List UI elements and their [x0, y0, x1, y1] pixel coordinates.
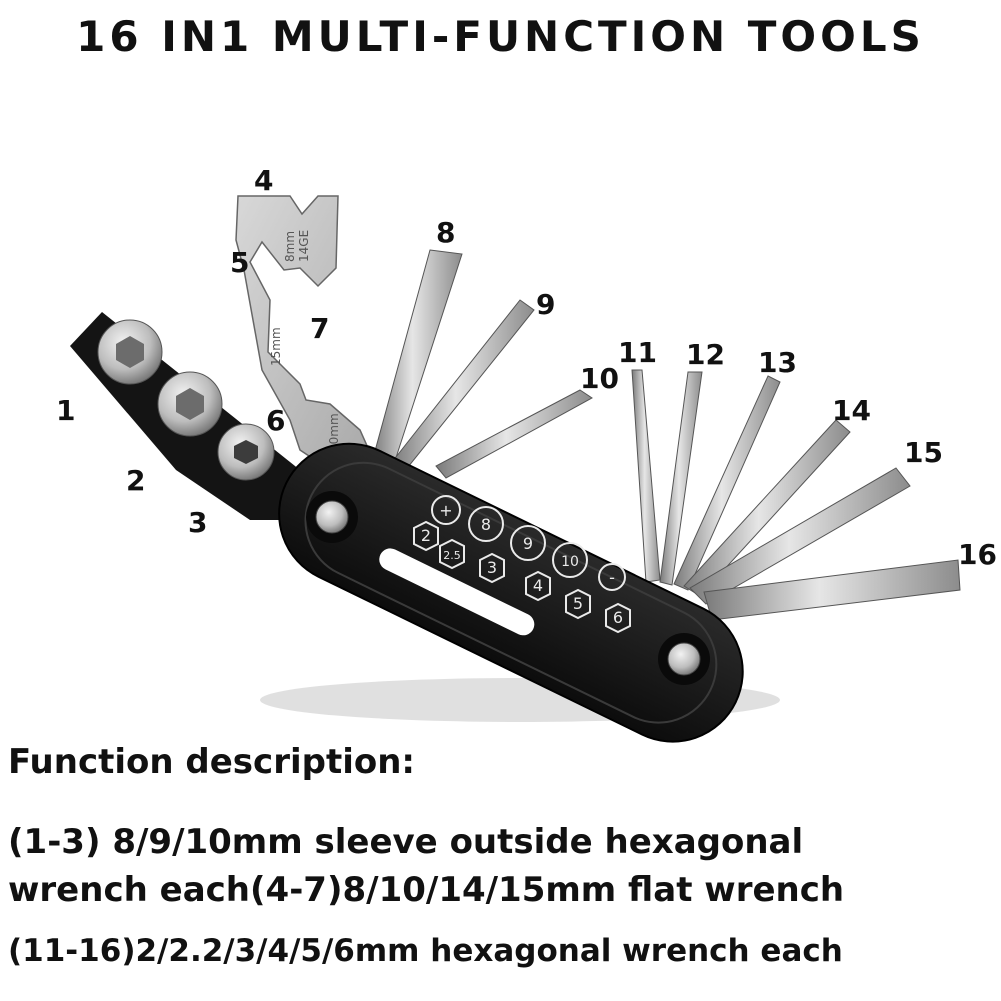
callout-7: 7 — [310, 312, 330, 345]
marking-2: 2 — [421, 526, 431, 545]
page-title: 16 IN1 MULTI-FUNCTION TOOLS — [76, 12, 925, 61]
callout-8: 8 — [436, 216, 456, 249]
marking-2-5: 2.5 — [443, 549, 461, 562]
function-description-heading: Function description: — [8, 742, 416, 782]
callout-3: 3 — [188, 506, 208, 539]
wrench-engraving-bottom: 10mm — [327, 413, 341, 452]
marking-plus: + — [439, 501, 452, 520]
tool-10 — [435, 389, 593, 479]
body-markings — [413, 495, 631, 634]
body-screw-left — [306, 491, 358, 543]
wrench-engraving-top: 8mm — [283, 231, 297, 262]
marking-9: 9 — [523, 534, 533, 553]
marking-10: 10 — [561, 554, 579, 570]
marking-6: 6 — [613, 608, 623, 627]
callout-5: 5 — [230, 246, 250, 279]
flat-wrench-plate — [235, 195, 378, 471]
callout-16: 16 — [958, 538, 997, 571]
hex-key-15 — [689, 467, 911, 605]
body-slot — [379, 548, 535, 636]
hex-key-13 — [673, 375, 781, 591]
description-line-1: (1-3) 8/9/10mm sleeve outside hexagonal — [8, 822, 804, 862]
main-body — [278, 442, 744, 743]
callout-13: 13 — [758, 346, 797, 379]
screwdrivers — [371, 249, 593, 479]
description-line-2: wrench each(4-7)8/10/14/15mm flat wrench — [8, 870, 845, 910]
hex-keys — [631, 369, 961, 621]
callout-12: 12 — [686, 338, 725, 371]
hex-key-16 — [703, 559, 961, 621]
callout-1: 1 — [56, 394, 76, 427]
body-screw-right — [658, 633, 710, 685]
wrench-engraving-mid: 15mm — [269, 327, 283, 366]
callout-2: 2 — [126, 464, 146, 497]
callout-9: 9 — [536, 288, 556, 321]
hex-key-12 — [659, 371, 703, 586]
description-line-3: (11-16)2/2.2/3/4/5/6mm hexagonal wrench … — [8, 933, 843, 969]
marking-5: 5 — [573, 594, 583, 613]
marking-minus: - — [609, 568, 615, 587]
marking-4: 4 — [533, 576, 543, 595]
callout-4: 4 — [254, 164, 274, 197]
callout-6: 6 — [266, 404, 286, 437]
callout-10: 10 — [580, 362, 619, 395]
callout-15: 15 — [904, 436, 943, 469]
hex-key-11 — [631, 369, 661, 583]
marking-3: 3 — [487, 558, 497, 577]
marking-8: 8 — [481, 515, 491, 534]
wrench-engraving-top2: 14GE — [297, 230, 311, 262]
callout-11: 11 — [618, 336, 657, 369]
callout-14: 14 — [832, 394, 871, 427]
